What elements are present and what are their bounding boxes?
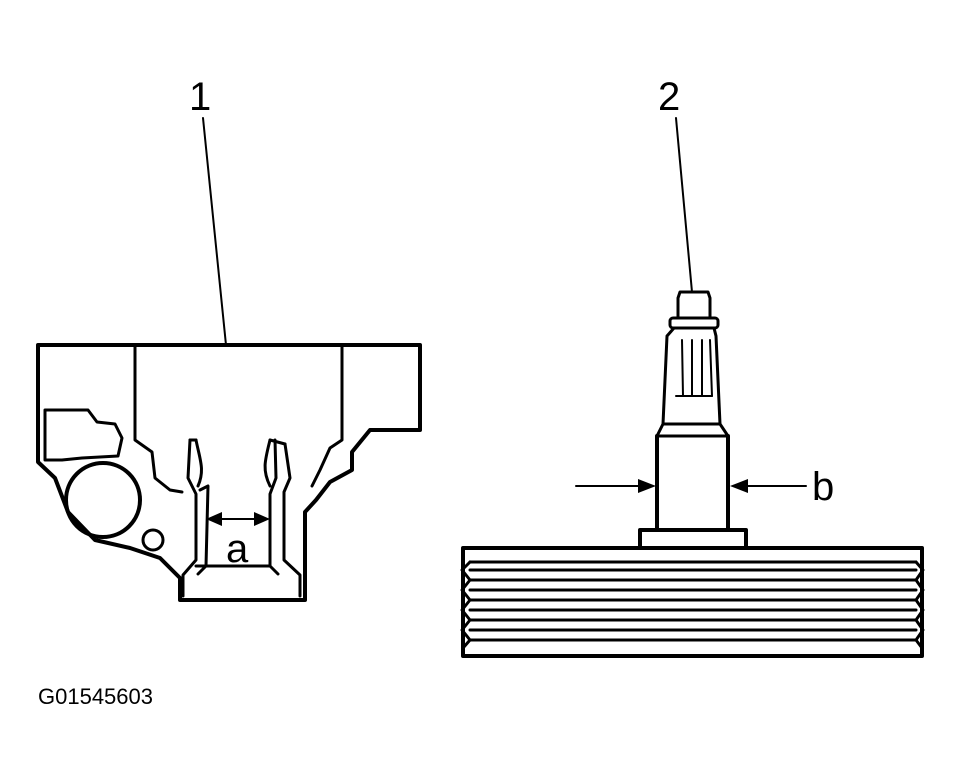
leader-line-2 [675, 117, 693, 293]
figure-code: G01545603 [38, 684, 153, 709]
dimension-b-label: b [812, 465, 834, 509]
dimension-b [575, 479, 807, 493]
pulley-part-2 [460, 290, 925, 658]
leader-line-1 [202, 117, 227, 346]
callout-2-label: 2 [658, 75, 680, 119]
dimension-a-label: a [226, 527, 249, 571]
housing-part-1 [36, 343, 422, 602]
dimension-a [206, 512, 270, 526]
callout-1-label: 1 [189, 75, 211, 119]
